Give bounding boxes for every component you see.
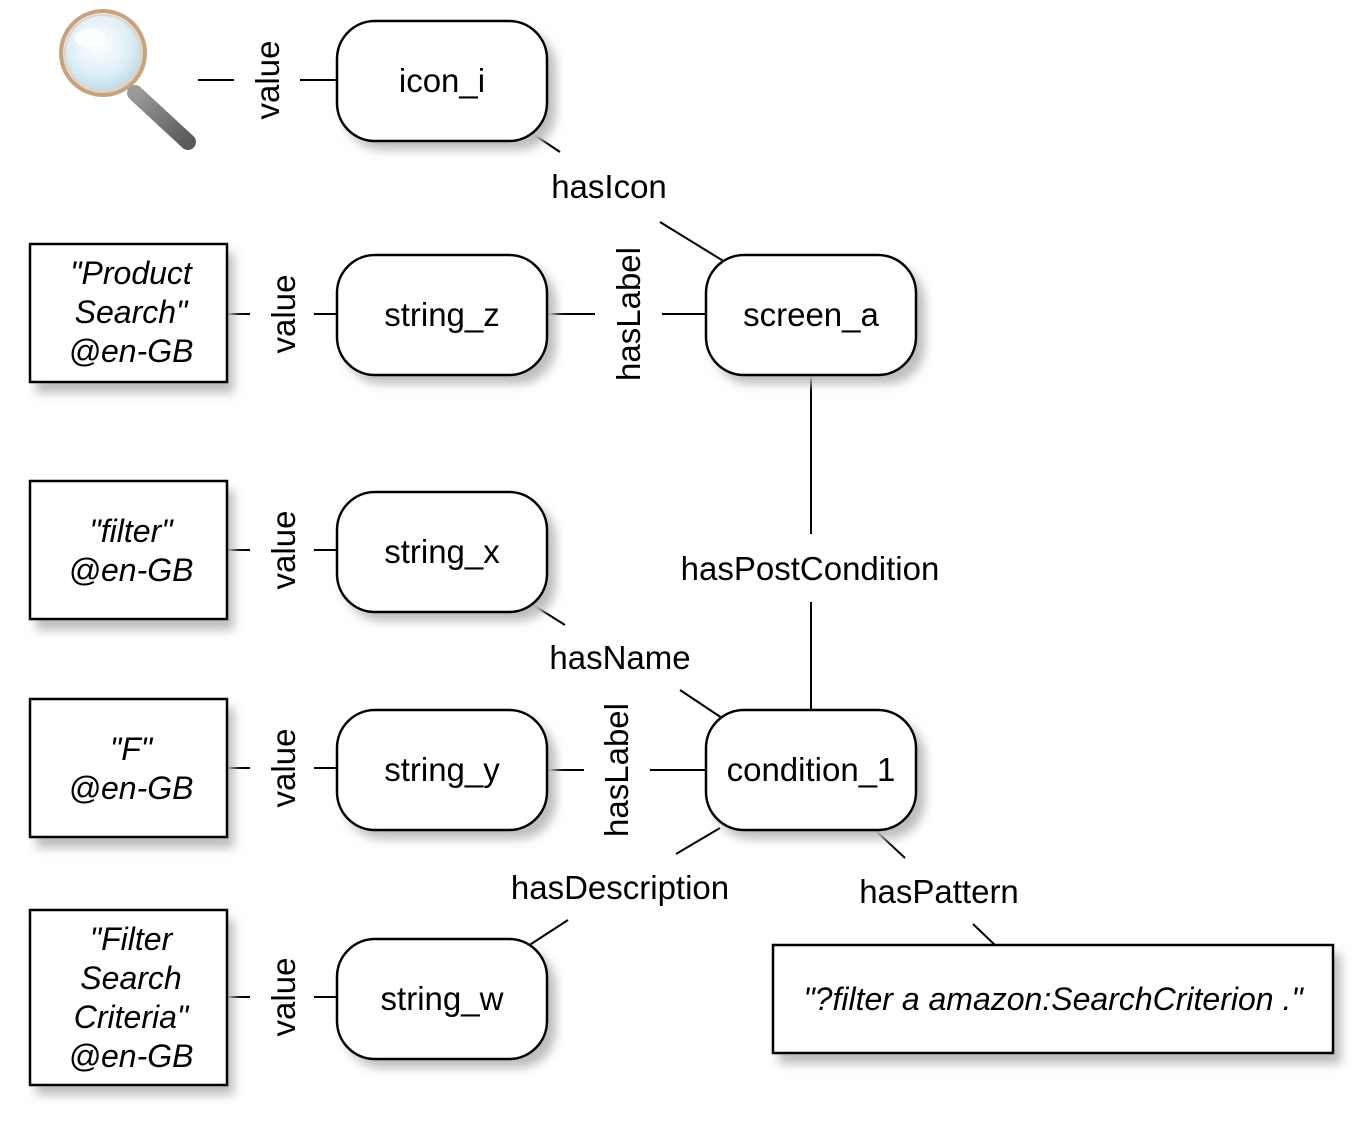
node-string-x: string_x [335, 490, 556, 621]
literal-pattern-text: "?filter a amazon:SearchCriterion ." [803, 981, 1304, 1017]
edge-label-value: value [265, 729, 302, 808]
node-string-y: string_y [335, 708, 556, 839]
literal-line: @en-GB [69, 552, 194, 588]
literal-line: Criteria" [74, 999, 190, 1035]
node-condition-1: condition_1 [704, 708, 925, 839]
edge-label-has-label: hasLabel [598, 703, 635, 837]
literal-filter-search-criteria: "Filter Search Criteria" @en-GB [28, 908, 234, 1095]
edge-label-value: value [265, 958, 302, 1037]
literal-line: @en-GB [69, 770, 194, 806]
node-label-string-w: string_w [381, 980, 504, 1017]
literal-line: @en-GB [69, 1038, 194, 1074]
literal-product-search: "Product Search" @en-GB [28, 242, 234, 393]
node-label-condition-1: condition_1 [727, 751, 896, 788]
edge-lines [198, 79, 997, 998]
node-label-string-x: string_x [384, 533, 500, 570]
node-icon-i: icon_i [335, 19, 556, 150]
literal-line: "Filter [90, 921, 174, 957]
literal-line: "Product [70, 255, 193, 291]
literal-line: @en-GB [69, 333, 194, 369]
node-label-screen-a: screen_a [743, 296, 879, 333]
node-label-string-y: string_y [384, 751, 500, 788]
edge-label-has-pattern: hasPattern [859, 873, 1019, 910]
literal-f: "F" @en-GB [28, 697, 234, 848]
node-screen-a: screen_a [704, 253, 925, 384]
edge-label-has-name: hasName [549, 639, 690, 676]
edge-label-value: value [265, 275, 302, 354]
literal-line: Search [80, 960, 181, 996]
magnifier-icon [59, 9, 196, 150]
edge-label-value: value [265, 511, 302, 590]
edge-label-has-label: hasLabel [610, 247, 647, 381]
node-label-icon-i: icon_i [399, 62, 485, 99]
literal-pattern: "?filter a amazon:SearchCriterion ." [771, 943, 1341, 1064]
edge-labels: value value value value value hasLabel h… [249, 41, 1019, 1037]
node-string-z: string_z [335, 253, 556, 384]
node-label-string-z: string_z [384, 296, 500, 333]
edge-label-has-icon: hasIcon [551, 168, 667, 205]
edge-label-has-description: hasDescription [511, 869, 729, 906]
literal-line: "filter" [89, 513, 174, 549]
literal-line: Search" [75, 294, 189, 330]
edge-label-has-post-condition: hasPostCondition [681, 550, 940, 587]
edge-label-value: value [249, 41, 286, 120]
node-string-w: string_w [335, 937, 556, 1068]
literal-line: "F" [110, 731, 154, 767]
literal-filter: "filter" @en-GB [28, 479, 234, 630]
